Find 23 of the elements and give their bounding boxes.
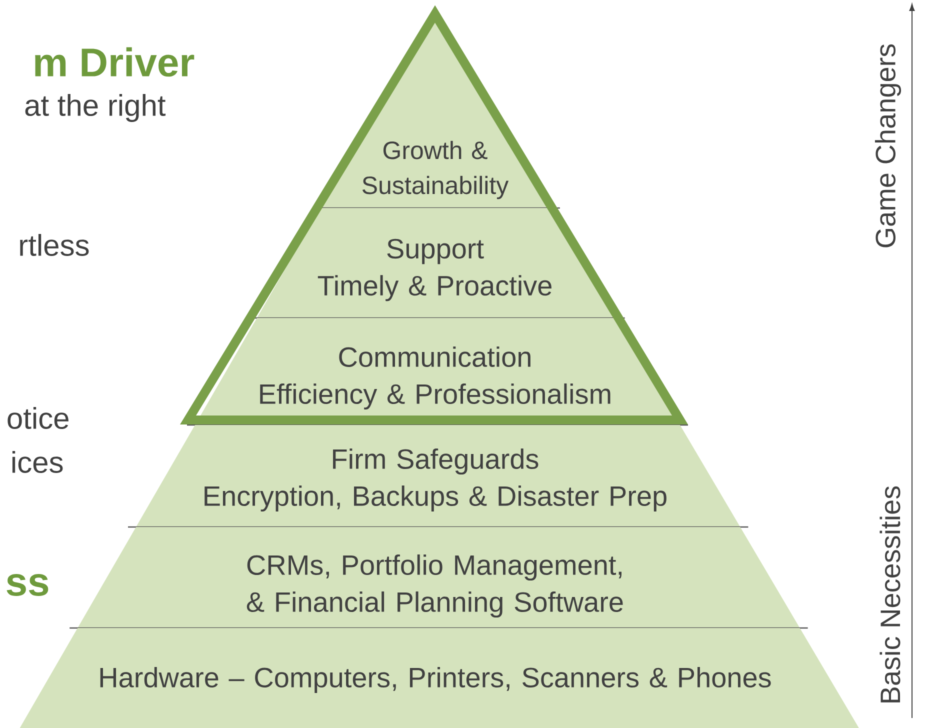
pyramid-band: Firm Safeguards Encryption, Backups & Disaster Prep	[128, 425, 748, 528]
node-label: Encryption, Backups & Disaster Prep	[204, 485, 666, 512]
axis-label: Game Changers	[874, 44, 902, 248]
node-label: Support	[387, 238, 484, 264]
heading: ss	[6, 574, 48, 596]
pyramid-band: Support Timely & Proactive	[248, 208, 625, 319]
body-text: otice	[8, 406, 68, 430]
body-text: ices	[12, 450, 63, 474]
heading: m Driver	[35, 47, 194, 77]
pyramid-band: Hardware – Computers, Printers, Scanners & Phones	[20, 628, 859, 728]
pyramid-band: Growth & Sustainability	[312, 10, 560, 209]
node-label: CRMs, Portfolio Management, & Financial Planning Software	[246, 554, 623, 618]
node-label: Timely & Proactive	[318, 275, 552, 302]
pyramid-band: Communication Efficiency & Professionalism	[187, 318, 688, 426]
node-label: Growth & Sustainability	[362, 140, 509, 200]
axis-label: Basic Necessities	[880, 486, 900, 702]
node-label: Communication	[339, 346, 530, 367]
body-text: at the right	[25, 94, 166, 122]
body-text: rtless	[20, 234, 89, 256]
node-label: Hardware – Computers, Printers, Scanners & Phones	[100, 666, 771, 694]
pyramid-band: CRMs, Portfolio Management, & Financial Planning Software	[70, 527, 808, 629]
node-label: Firm Safeguards	[333, 448, 538, 475]
node-label: Efficiency & Professionalism	[260, 383, 610, 410]
